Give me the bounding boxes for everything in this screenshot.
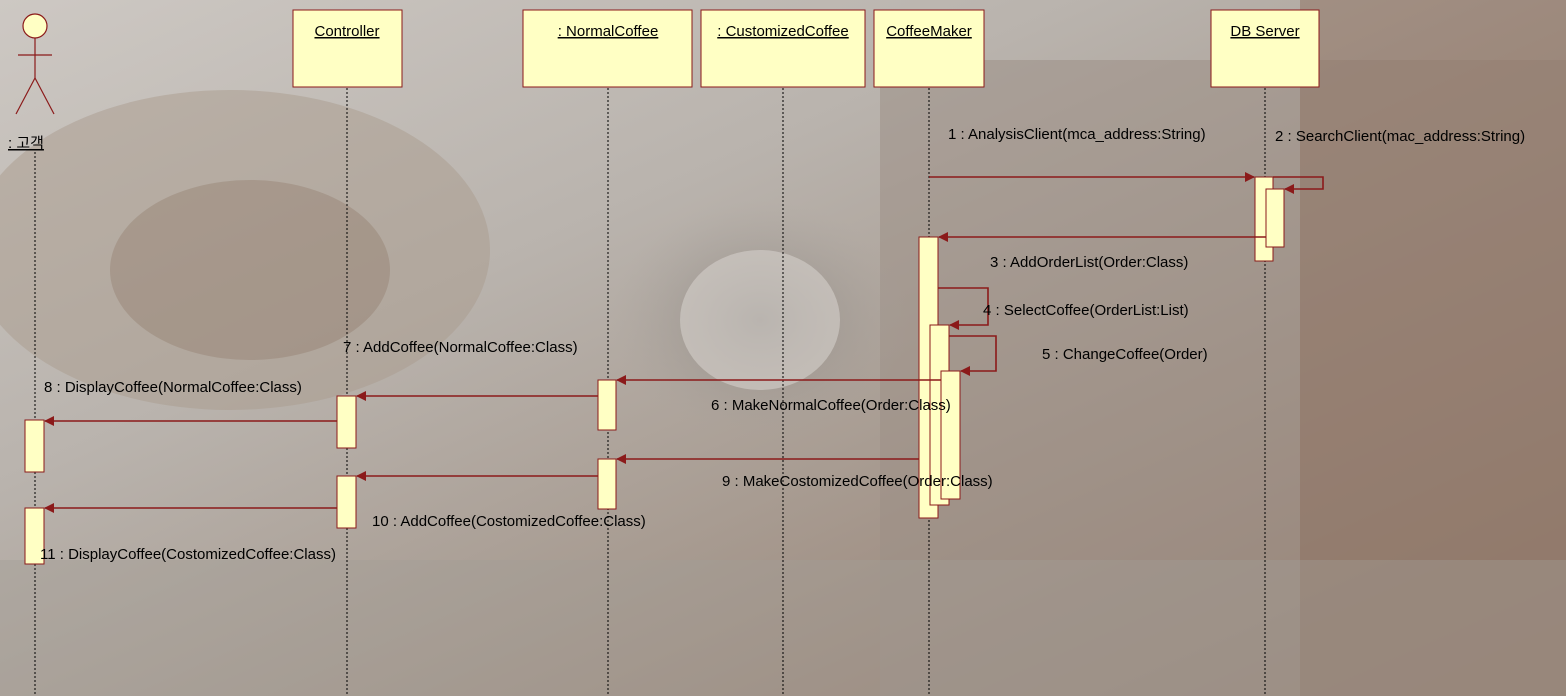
message-label-11: 11 : DisplayCoffee(CostomizedCoffee:Clas… bbox=[40, 546, 336, 563]
message-label-4: 4 : SelectCoffee(OrderList:List) bbox=[983, 302, 1189, 319]
activation-bars bbox=[24, 176, 1285, 565]
lifeline-controller: Controller bbox=[292, 9, 403, 88]
message-arrow-4 bbox=[938, 287, 989, 330]
message-label-10: 10 : AddCoffee(CostomizedCoffee:Class) bbox=[372, 513, 646, 530]
activation-actor-2 bbox=[24, 507, 45, 565]
activation-controller-1 bbox=[336, 395, 357, 449]
activation-coffeemaker-3 bbox=[940, 370, 961, 500]
lifeline-coffeemaker: CoffeeMaker bbox=[873, 9, 985, 88]
activation-normalcoffee-2 bbox=[597, 458, 617, 510]
message-label-6: 6 : MakeNormalCoffee(Order:Class) bbox=[711, 397, 951, 414]
actor-head bbox=[22, 13, 48, 39]
actor-label: : 고객 bbox=[8, 135, 44, 152]
lifeline-label-customizedcoffee: : CustomizedCoffee bbox=[717, 23, 848, 40]
lifeline-customizedcoffee: : CustomizedCoffee bbox=[700, 9, 866, 88]
actor-customer: : 고객 bbox=[8, 13, 55, 152]
message-arrows bbox=[44, 172, 1324, 513]
message-label-5: 5 : ChangeCoffee(Order) bbox=[1042, 346, 1208, 363]
message-label-9: 9 : MakeCostomizedCoffee(Order:Class) bbox=[722, 473, 993, 490]
activation-actor-1 bbox=[24, 419, 45, 473]
message-arrow-2 bbox=[1273, 176, 1324, 194]
message-arrow-5 bbox=[949, 335, 997, 376]
lifeline-label-dbserver: DB Server bbox=[1230, 23, 1299, 40]
message-label-1: 1 : AnalysisClient(mca_address:String) bbox=[948, 126, 1206, 143]
message-label-7: 7 : AddCoffee(NormalCoffee:Class) bbox=[343, 339, 578, 356]
message-label-2: 2 : SearchClient(mac_address:String) bbox=[1275, 128, 1525, 145]
message-labels: 1 : AnalysisClient(mca_address:String) 2… bbox=[40, 126, 1525, 563]
message-label-3: 3 : AddOrderList(Order:Class) bbox=[990, 254, 1188, 271]
lifeline-dbserver: DB Server bbox=[1210, 9, 1320, 88]
activation-controller-2 bbox=[336, 475, 357, 529]
lifeline-label-coffeemaker: CoffeeMaker bbox=[886, 23, 972, 40]
lifeline-label-controller: Controller bbox=[314, 23, 379, 40]
lifeline-label-normalcoffee: : NormalCoffee bbox=[558, 23, 659, 40]
message-label-8: 8 : DisplayCoffee(NormalCoffee:Class) bbox=[44, 379, 302, 396]
activation-dbserver-2 bbox=[1265, 188, 1285, 248]
lifeline-normalcoffee: : NormalCoffee bbox=[522, 9, 693, 88]
activation-normalcoffee-1 bbox=[597, 379, 617, 431]
